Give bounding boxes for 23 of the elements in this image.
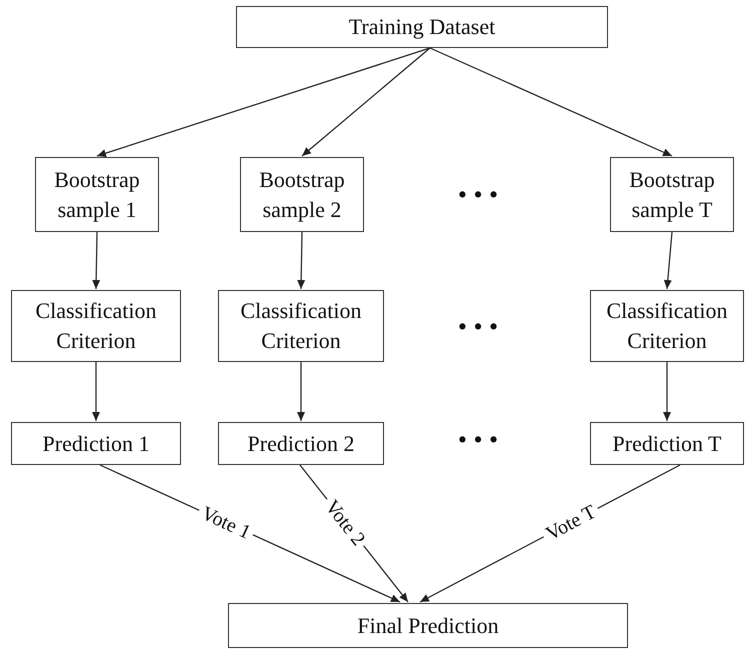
- arrow: [92, 362, 100, 421]
- arrow: [297, 362, 305, 421]
- process-box: Bootstrap sample T: [610, 157, 734, 232]
- process-box: Classification Criterion: [590, 290, 744, 362]
- ellipsis-dots: • • •: [458, 427, 498, 453]
- process-box: Classification Criterion: [218, 290, 384, 362]
- process-box: Prediction T: [590, 422, 744, 465]
- process-box: Bootstrap sample 1: [35, 157, 159, 232]
- arrow: [297, 232, 306, 290]
- arrow: [430, 47, 672, 157]
- process-box: Classification Criterion: [11, 290, 181, 362]
- arrow: [663, 362, 671, 421]
- process-box: Bootstrap sample 2: [240, 157, 364, 232]
- ellipsis-dots: • • •: [458, 182, 498, 208]
- process-box: Training Dataset: [236, 6, 608, 48]
- ellipsis-dots: • • •: [458, 314, 498, 340]
- arrow: [96, 47, 430, 158]
- arrow: [92, 232, 100, 290]
- process-box: Prediction 1: [11, 422, 181, 465]
- process-box: Final Prediction: [228, 603, 628, 648]
- process-box: Prediction 2: [218, 422, 384, 465]
- arrow: [302, 48, 430, 156]
- arrow: [664, 232, 673, 290]
